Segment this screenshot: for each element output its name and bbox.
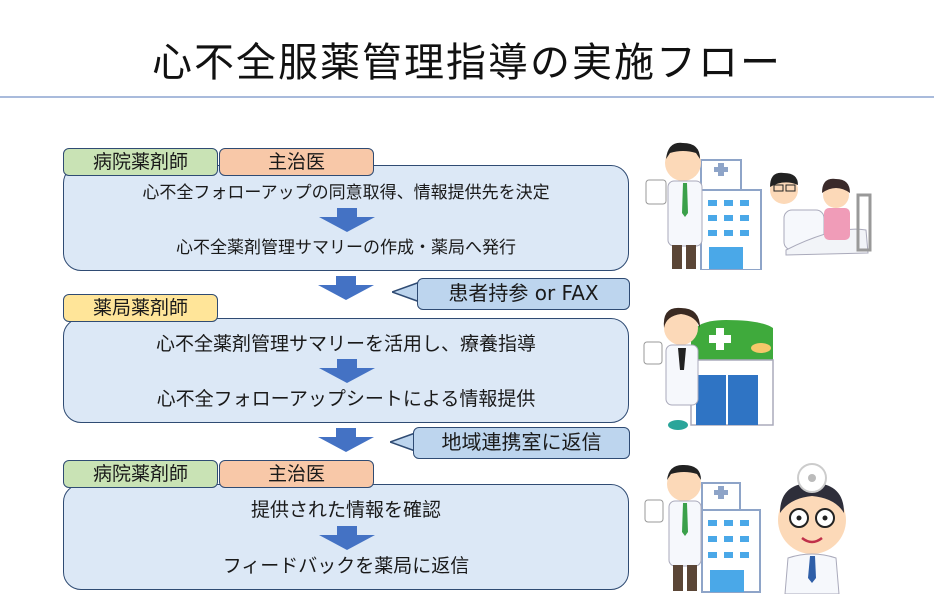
pharmacist-hospital-doctor-illustration xyxy=(644,463,846,594)
down-arrow-icon xyxy=(318,428,374,452)
step-3-box: 提供された情報を確認 フィードバックを薬局に返信 xyxy=(63,484,629,590)
step-3-line-2: フィードバックを薬局に返信 xyxy=(222,555,470,577)
tab-hospital-pharmacist: 病院薬剤師 xyxy=(63,460,218,488)
tab-attending-physician: 主治医 xyxy=(219,148,374,176)
down-arrow-icon xyxy=(318,276,374,300)
pharmacy-pharmacist-illustration xyxy=(643,307,774,430)
page-title: 心不全服薬管理指導の実施フロー xyxy=(152,40,782,86)
tab-attending-physician: 主治医 xyxy=(219,460,374,488)
callout-patient-or-fax: 患者持参 or FAX xyxy=(417,278,630,310)
down-arrow-icon xyxy=(319,359,375,383)
tab-hospital-pharmacist: 病院薬剤師 xyxy=(63,148,218,176)
step-2-box: 心不全薬剤管理サマリーを活用し、療養指導 心不全フォローアップシートによる情報提… xyxy=(63,318,629,423)
step-2-line-2: 心不全フォローアップシートによる情報提供 xyxy=(156,388,536,410)
step-2-line-1: 心不全薬剤管理サマリーを活用し、療養指導 xyxy=(155,333,536,355)
step-1-box: 心不全フォローアップの同意取得、情報提供先を決定 心不全薬剤管理サマリーの作成・… xyxy=(63,165,629,271)
pharmacist-hospital-doctor-patient-illustration xyxy=(645,142,872,270)
title-divider xyxy=(0,96,934,98)
down-arrow-icon xyxy=(319,526,375,550)
tab-pharmacy-pharmacist: 薬局薬剤師 xyxy=(63,294,218,322)
step-1-line-2: 心不全薬剤管理サマリーの作成・薬局へ発行 xyxy=(176,238,516,258)
step-1-line-1: 心不全フォローアップの同意取得、情報提供先を決定 xyxy=(142,183,550,203)
callout-reply-regional-office: 地域連携室に返信 xyxy=(413,427,630,459)
step-3-line-1: 提供された情報を確認 xyxy=(250,499,441,521)
down-arrow-icon xyxy=(319,208,375,232)
